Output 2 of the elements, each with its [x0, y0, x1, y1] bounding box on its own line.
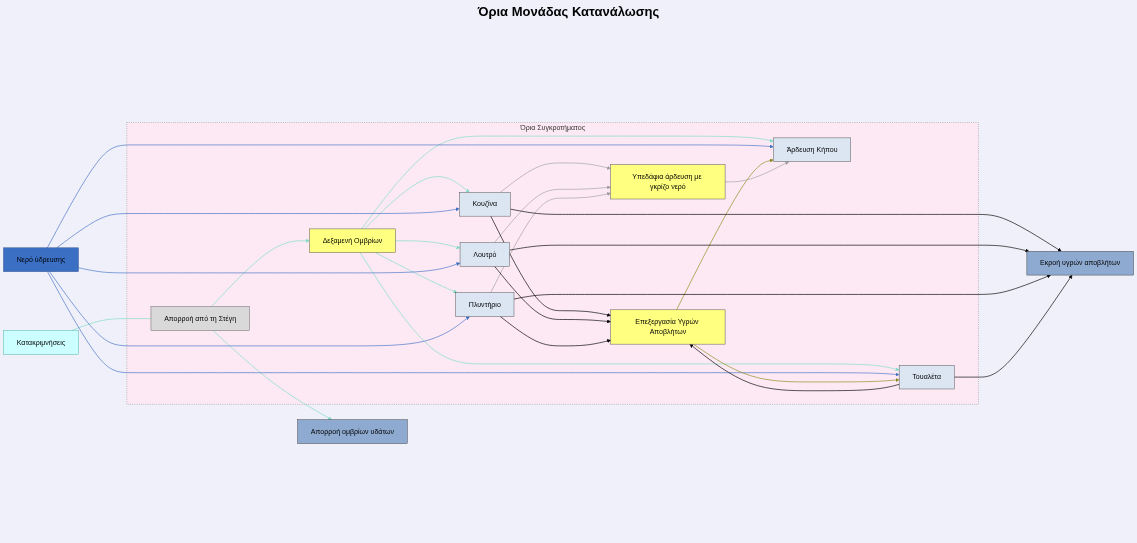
boundary-label: Όρια Μονάδας Κατανάλωσης [477, 4, 660, 19]
connector [71, 318, 152, 331]
